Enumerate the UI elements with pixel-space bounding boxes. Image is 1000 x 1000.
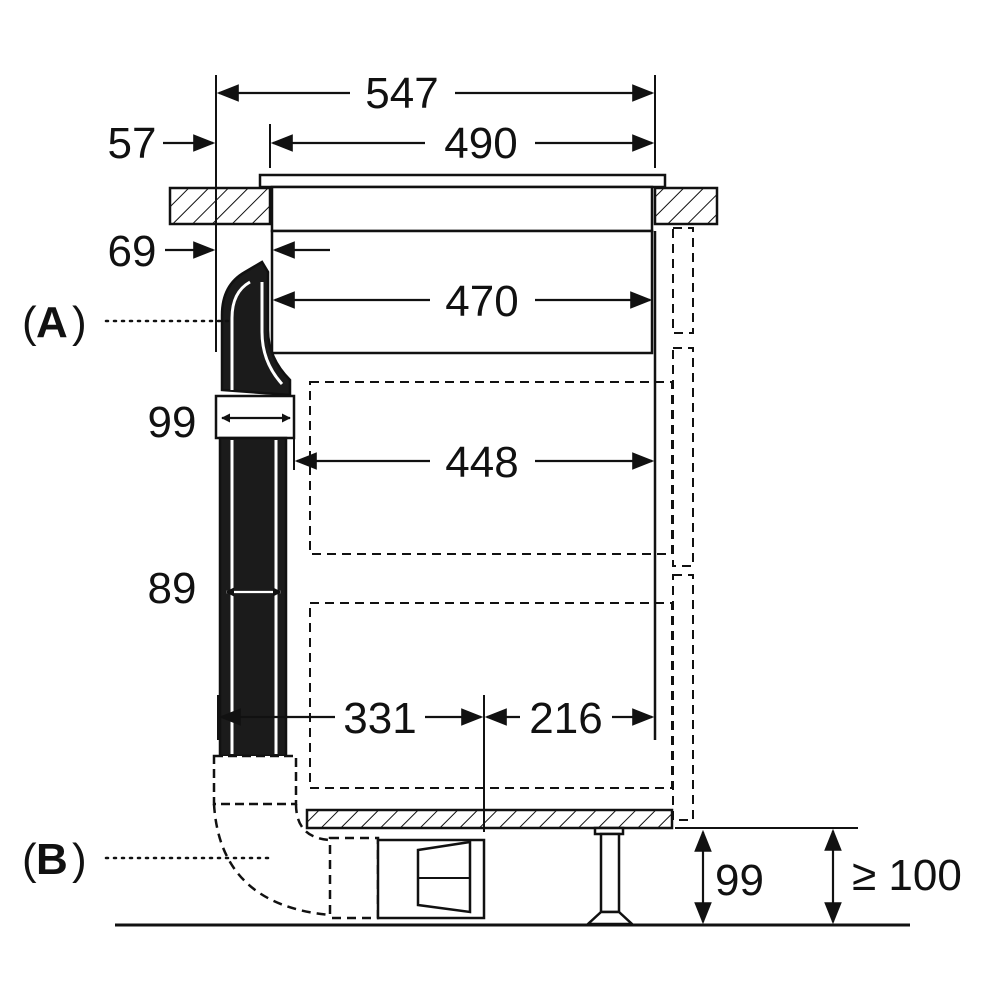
plinth-connector bbox=[328, 836, 380, 920]
bend-outer bbox=[212, 803, 331, 917]
duct-coupler bbox=[212, 754, 298, 806]
dim-99-plinth: 99 bbox=[715, 856, 764, 905]
dim-547: 547 bbox=[365, 69, 438, 118]
side-panel-mid bbox=[672, 347, 694, 567]
leg-shaft bbox=[599, 832, 621, 914]
hob-body bbox=[270, 185, 654, 233]
duct-elbow bbox=[220, 260, 292, 397]
hob bbox=[258, 173, 667, 355]
base-shelf bbox=[305, 808, 674, 830]
leader-lines bbox=[104, 319, 272, 860]
dim-57: 57 bbox=[108, 119, 157, 168]
dim-470: 470 bbox=[445, 277, 518, 326]
callout-b: ( B ) bbox=[22, 835, 87, 884]
dimension-arrows bbox=[163, 84, 842, 925]
dim-448: 448 bbox=[445, 438, 518, 487]
leg-foot bbox=[584, 910, 636, 926]
cabinet-leg bbox=[584, 826, 636, 926]
callout-b-letter: B bbox=[36, 835, 68, 884]
dim-89: 89 bbox=[148, 564, 197, 613]
dim-99-duct: 99 bbox=[148, 398, 197, 447]
plinth-duct bbox=[212, 803, 380, 920]
duct-elbow-highlight-2 bbox=[260, 282, 284, 386]
worktop-right bbox=[653, 186, 719, 226]
dim-216: 216 bbox=[529, 694, 602, 743]
dim-69: 69 bbox=[108, 227, 157, 276]
plinth-fan bbox=[376, 838, 486, 920]
duct-elbow-highlight bbox=[230, 280, 251, 390]
bend-inner bbox=[294, 803, 331, 842]
duct-dimension-arrows bbox=[221, 413, 291, 597]
extraction-duct bbox=[212, 260, 298, 806]
callout-a-open: ( bbox=[22, 298, 37, 347]
callout-b-close: ) bbox=[72, 835, 87, 884]
side-panel-top bbox=[672, 227, 694, 334]
dimension-labels: 547 490 57 69 470 99 448 89 331 216 99 ≥… bbox=[108, 69, 962, 905]
callout-a-letter: A bbox=[36, 298, 68, 347]
dim-331: 331 bbox=[343, 694, 416, 743]
callout-a-close: ) bbox=[72, 298, 87, 347]
hob-glass bbox=[258, 173, 667, 189]
extension-lines bbox=[215, 75, 656, 832]
hob-lower-unit bbox=[270, 229, 654, 355]
worktop-left bbox=[168, 186, 272, 226]
dim-490: 490 bbox=[444, 119, 517, 168]
side-panel-low bbox=[672, 574, 694, 821]
worktop bbox=[168, 186, 719, 226]
dim-min-clearance: ≥ 100 bbox=[852, 851, 962, 900]
callout-a: ( A ) bbox=[22, 298, 87, 347]
callout-b-open: ( bbox=[22, 835, 37, 884]
